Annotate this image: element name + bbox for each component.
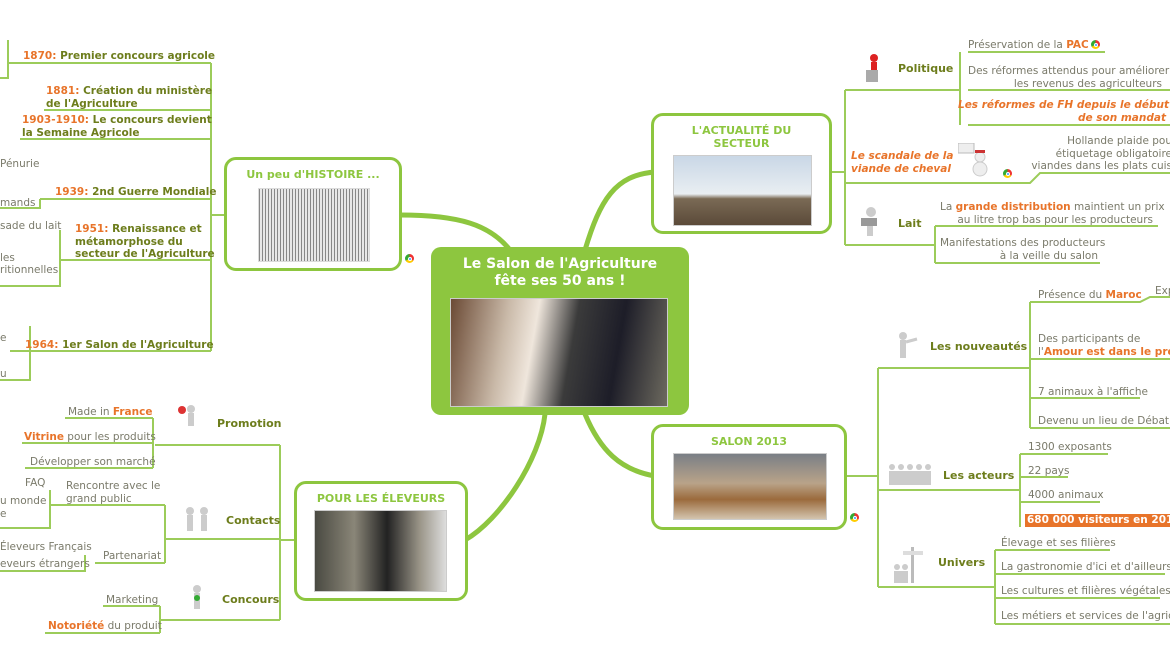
history-title: Un peu d'HISTOIRE ... bbox=[246, 168, 380, 181]
central-title-line2: fête ses 50 ans ! bbox=[494, 273, 626, 289]
univers-item: Les cultures et filières végétales bbox=[1001, 585, 1170, 597]
medal-person-icon bbox=[183, 583, 211, 613]
contacts-item-partenariat: Partenariat bbox=[103, 550, 162, 562]
lait-label: Lait bbox=[898, 217, 922, 230]
contacts-item-francais: Éleveurs Français bbox=[0, 541, 92, 553]
promotion-label: Promotion bbox=[217, 417, 282, 430]
eleveurs-node[interactable]: POUR LES ÉLEVEURS bbox=[294, 481, 468, 601]
central-photo bbox=[450, 298, 668, 407]
history-fragment: e bbox=[0, 332, 7, 344]
speaker-podium-icon bbox=[858, 52, 886, 82]
promotion-item: Vitrine pour les produits bbox=[24, 431, 156, 443]
promotion-item: Développer son marché bbox=[30, 456, 156, 468]
salon-title: SALON 2013 bbox=[710, 435, 788, 448]
history-fragment: mands bbox=[0, 197, 36, 209]
presenting-person-icon bbox=[889, 330, 918, 360]
eleveurs-title: POUR LES ÉLEVEURS bbox=[316, 492, 446, 505]
history-node[interactable]: Un peu d'HISTOIRE ... bbox=[224, 157, 402, 271]
acteurs-item: 1300 exposants bbox=[1028, 441, 1112, 453]
contacts-item-etrangers: eveurs étrangers bbox=[0, 558, 90, 570]
group-people-icon bbox=[887, 462, 933, 492]
concours-item: Notoriété du produit bbox=[48, 620, 162, 632]
concours-item: Marketing bbox=[106, 594, 159, 606]
link-icon[interactable] bbox=[405, 254, 414, 263]
contacts-label: Contacts bbox=[226, 514, 281, 527]
acteurs-item-highlight: 680 000 visiteurs en 2012 bbox=[1025, 514, 1170, 527]
univers-label: Univers bbox=[938, 556, 986, 569]
univers-item: Élevage et ses filières bbox=[1001, 537, 1116, 549]
nouveautes-item-extra: Exp bbox=[1155, 285, 1170, 297]
univers-item: Les métiers et services de l'agricu bbox=[1001, 610, 1170, 622]
actualite-photo bbox=[673, 155, 812, 226]
handshake-people-icon bbox=[182, 505, 210, 535]
nouveautes-item: Devenu un lieu de Débat bbox=[1038, 415, 1170, 427]
nouveautes-label: Les nouveautés bbox=[930, 340, 1028, 353]
link-icon[interactable] bbox=[850, 513, 859, 522]
eleveurs-photo bbox=[314, 510, 447, 592]
signpost-people-icon bbox=[889, 545, 929, 583]
nouveautes-item: 7 animaux à l'affiche bbox=[1038, 386, 1148, 398]
history-fragment: u bbox=[0, 368, 7, 380]
megaphone-person-icon bbox=[175, 403, 203, 433]
history-fragment: Pénurie bbox=[0, 158, 40, 170]
history-engraving bbox=[258, 188, 370, 262]
history-item-1964: 1964: 1er Salon de l'Agriculture bbox=[25, 339, 214, 351]
history-item-1870: 1870: Premier concours agricole bbox=[23, 50, 216, 62]
sign-snowman-icon bbox=[957, 142, 988, 177]
univers-item: La gastronomie d'ici et d'ailleurs bbox=[1001, 561, 1170, 573]
politique-item: Préservation de la PAC bbox=[968, 39, 1089, 51]
history-fragment: les bbox=[0, 252, 15, 264]
link-icon[interactable] bbox=[1003, 169, 1012, 178]
promotion-item: Made in France bbox=[68, 406, 153, 418]
lait-item: La grande distribution maintient un prix… bbox=[940, 201, 1165, 226]
history-item-1939: 1939: 2nd Guerre Mondiale bbox=[55, 186, 217, 198]
actualite-title-line2: SECTEUR bbox=[713, 137, 770, 150]
nouveautes-item: Présence du Maroc bbox=[1038, 289, 1142, 301]
concours-label: Concours bbox=[222, 593, 280, 606]
link-icon[interactable] bbox=[1091, 40, 1100, 49]
salon-2013-node[interactable]: SALON 2013 bbox=[651, 424, 847, 530]
salon-photo bbox=[673, 453, 827, 520]
actualite-title-line1: L'ACTUALITÉ DU bbox=[691, 124, 792, 137]
history-fragment: ritionnelles bbox=[0, 264, 59, 276]
acteurs-label: Les acteurs bbox=[943, 469, 1015, 482]
acteurs-item: 4000 animaux bbox=[1028, 489, 1104, 501]
politique-label: Politique bbox=[898, 62, 954, 75]
central-title-line1: Le Salon de l'Agriculture bbox=[462, 256, 658, 272]
history-fragment: sade du lait bbox=[0, 220, 62, 232]
contacts-item-faq: FAQ bbox=[25, 477, 46, 489]
acteurs-item: 22 pays bbox=[1028, 465, 1070, 477]
milk-person-icon bbox=[857, 206, 885, 236]
